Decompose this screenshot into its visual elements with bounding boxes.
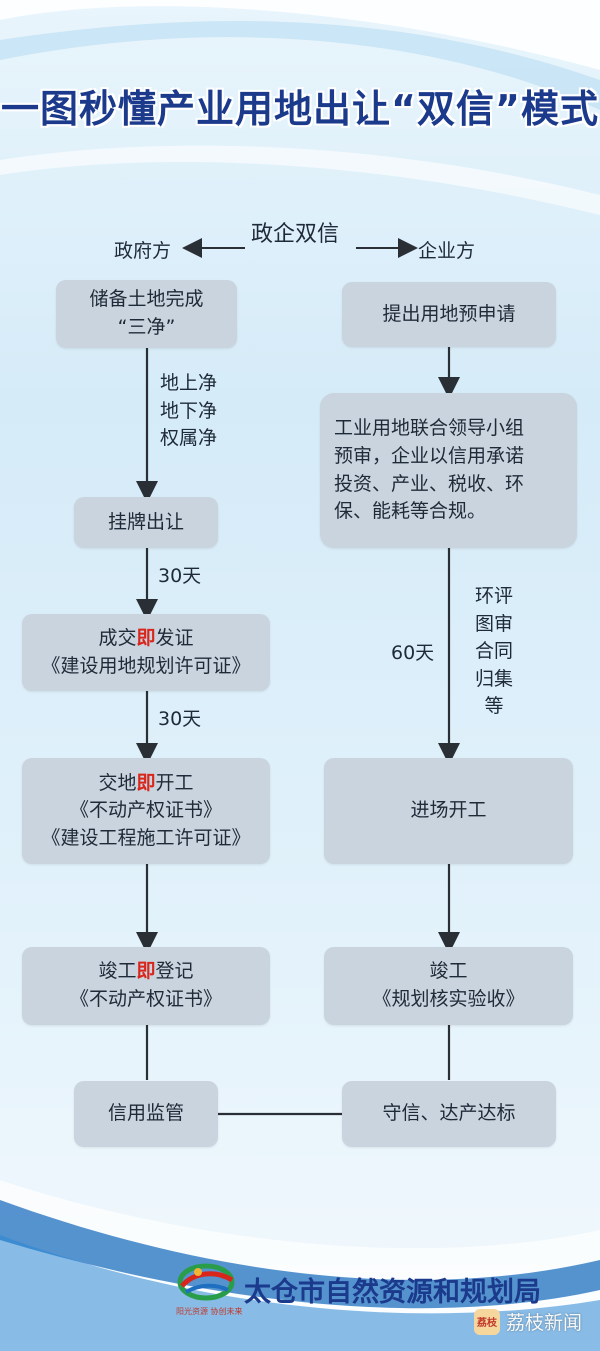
ent-box-keep-credit: 守信、达产达标 — [342, 1081, 556, 1147]
watermark-text: 荔枝新闻 — [506, 1312, 583, 1334]
gov-label-30-days-b: 30天 — [158, 708, 202, 730]
ent-box-review-line1: 工业用地联合领导小组 — [334, 417, 525, 440]
gov-box-deal-post: 发证 — [155, 626, 194, 649]
ent-step-2: 图审 — [474, 612, 513, 635]
header-gov-label: 政府方 — [114, 240, 172, 262]
gov-box-deal-highlight: 即 — [136, 626, 156, 649]
gov-box-credit-supervision: 信用监管 — [74, 1081, 218, 1147]
gov-box-deal-line1: 成交即发证 — [98, 625, 193, 653]
ent-step-1: 环评 — [474, 585, 513, 607]
gov-checks-label: 地上净 地下净 权属净 — [160, 370, 217, 453]
gov-check-2: 地下净 — [160, 399, 218, 422]
ent-box-start-text: 进场开工 — [410, 799, 487, 822]
gov-box-land-ready: 储备土地完成 “三净” — [56, 280, 237, 348]
gov-box-deal-certificate: 成交即发证 《建设用地规划许可证》 — [22, 614, 270, 691]
gov-box-credit-text: 信用监管 — [107, 1102, 184, 1125]
header-center-label: 政企双信 — [251, 222, 340, 247]
ent-box-completion-line1: 竣工 — [429, 960, 468, 983]
ent-step-4: 归集 — [474, 667, 513, 690]
gov-box-land-ready-line1: 储备土地完成 — [89, 288, 204, 311]
ent-box-review-line4: 保、能耗等合规。 — [334, 500, 487, 523]
header-ent-label: 企业方 — [418, 240, 476, 262]
ent-box-start-construction: 进场开工 — [324, 758, 573, 864]
gov-box-listing-text: 挂牌出让 — [107, 510, 184, 533]
gov-check-3: 权属净 — [160, 427, 218, 450]
gov-box-handover-line1: 交地即开工 — [98, 770, 193, 798]
watermark: 荔枝 荔枝新闻 — [474, 1308, 582, 1335]
ent-steps-label: 环评 图审 合同 归集 等 — [466, 583, 522, 721]
ent-step-5: 等 — [484, 695, 504, 718]
bureau-slogan: 阳光资源 协创未来 — [176, 1307, 243, 1316]
gov-box-handover-start: 交地即开工 《不动产权证书》 《建设工程施工许可证》 — [22, 758, 270, 864]
gov-box-completion-post: 登记 — [155, 960, 194, 983]
ent-box-joint-review: 工业用地联合领导小组 预审，企业以信用承诺 投资、产业、税收、环 保、能耗等合规… — [320, 393, 577, 548]
watermark-icon: 荔枝 — [474, 1308, 500, 1335]
gov-box-completion-register: 竣工即登记 《不动产权证书》 — [22, 947, 270, 1025]
gov-box-handover-line2: 《不动产权证书》 — [69, 799, 222, 822]
gov-box-completion-line2: 《不动产权证书》 — [69, 988, 222, 1010]
gov-check-1: 地上净 — [160, 372, 218, 394]
gov-label-30-days-a: 30天 — [158, 565, 202, 587]
ent-box-review-line3: 投资、产业、税收、环 — [334, 472, 525, 495]
bureau-name: 太仓市自然资源和规划局 — [244, 1277, 541, 1308]
ent-box-completion-acceptance: 竣工 《规划核实验收》 — [324, 947, 573, 1025]
gov-box-handover-highlight: 即 — [136, 771, 156, 794]
gov-box-completion-line1: 竣工即登记 — [98, 958, 193, 986]
ent-box-pre-application-text: 提出用地预申请 — [382, 302, 516, 325]
bureau-logo-icon — [177, 1263, 235, 1301]
gov-box-handover-post: 开工 — [155, 771, 194, 794]
gov-box-handover-line3: 《建设工程施工许可证》 — [41, 826, 251, 849]
ent-box-pre-application: 提出用地预申请 — [342, 282, 556, 347]
ent-box-review-line2: 预审，企业以信用承诺 — [334, 444, 525, 467]
ent-step-3: 合同 — [474, 640, 513, 663]
gov-box-completion-pre: 竣工 — [98, 960, 137, 983]
ent-label-60-days: 60天 — [391, 642, 435, 664]
page-title: 一图秒懂产业用地出让“双信”模式 — [1, 87, 599, 131]
gov-box-deal-pre: 成交 — [98, 626, 137, 649]
gov-box-listing: 挂牌出让 — [74, 497, 218, 548]
ent-box-keep-credit-text: 守信、达产达标 — [382, 1102, 516, 1125]
gov-box-completion-highlight: 即 — [136, 960, 156, 983]
gov-box-handover-pre: 交地 — [98, 771, 137, 794]
gov-box-deal-line2: 《建设用地规划许可证》 — [41, 654, 251, 677]
ent-box-completion-line2: 《规划核实验收》 — [372, 988, 525, 1010]
gov-box-land-ready-line2: “三净” — [117, 316, 176, 338]
